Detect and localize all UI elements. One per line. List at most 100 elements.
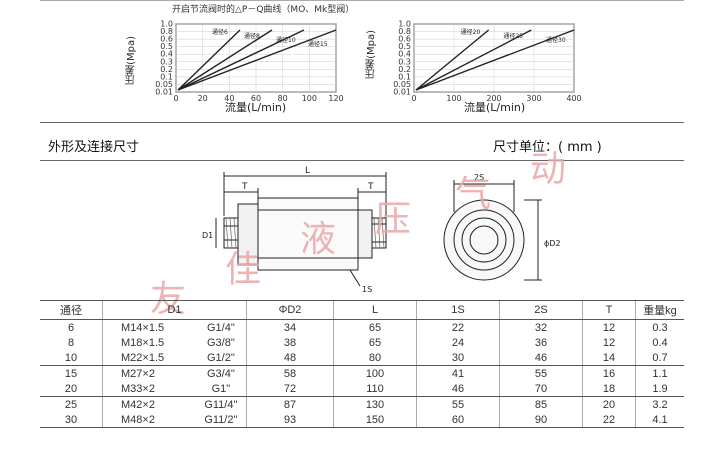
dim-D1-label: D1 bbox=[202, 231, 213, 240]
table-cell: 100 bbox=[333, 365, 417, 381]
right-ytick: 0.2 bbox=[398, 65, 411, 74]
left-xtick: 60 bbox=[251, 94, 261, 103]
table-cell: 24 bbox=[416, 335, 500, 350]
right-xtick: 0 bbox=[411, 94, 416, 103]
table-cell: 130 bbox=[333, 396, 417, 412]
right-ytick: 0.8 bbox=[398, 27, 411, 36]
watermark-char: 压 bbox=[375, 199, 412, 240]
header-cell: 通径 bbox=[40, 300, 103, 320]
header-cell: 1S bbox=[416, 300, 500, 320]
table-cell: 22 bbox=[416, 319, 500, 335]
left-curve bbox=[177, 29, 273, 91]
right-fitting bbox=[357, 209, 373, 259]
table-cell: G1/4" bbox=[206, 321, 235, 334]
table-cell: 32 bbox=[499, 319, 583, 335]
dim-L-label: L bbox=[305, 166, 310, 176]
table-cell: 93 bbox=[246, 412, 334, 428]
right-xtick: 100 bbox=[446, 94, 461, 103]
right-ytick: 0.4 bbox=[398, 50, 411, 59]
dim-1S-label: 1S bbox=[362, 285, 372, 294]
left-chart-xlabel: 流量(L/min) bbox=[225, 101, 287, 114]
left-ytick: 0.8 bbox=[160, 27, 173, 36]
table-cell: G11/4" bbox=[204, 398, 238, 411]
right-ytick: 0.3 bbox=[398, 57, 411, 66]
table-cell: M22×1.5 bbox=[101, 350, 196, 366]
table-cell: 4.1 bbox=[635, 412, 684, 428]
table-cell: 55 bbox=[499, 365, 583, 381]
table-cell: 85 bbox=[499, 396, 583, 412]
table-cell: M42×2 bbox=[101, 396, 196, 412]
table-cell: 65 bbox=[333, 319, 417, 335]
right-ytick: 0.01 bbox=[393, 88, 411, 97]
left-xtick: 120 bbox=[328, 94, 343, 103]
watermark-char: 气 bbox=[455, 174, 492, 215]
table-cell: 12 bbox=[582, 319, 636, 335]
table-cell: 6 bbox=[67, 321, 75, 334]
table-cell: 30 bbox=[416, 350, 500, 366]
right-curve-label: 通径25 bbox=[503, 32, 523, 40]
table-cell: 10 bbox=[40, 350, 103, 366]
table-cell: 22 bbox=[582, 412, 636, 428]
table-cell: 80 bbox=[333, 350, 417, 366]
table-cell: 60 bbox=[416, 412, 500, 428]
header-cell: 重量kg bbox=[635, 300, 684, 320]
table-cell: M33×2 bbox=[101, 381, 196, 397]
dim-D2-label: ϕD2 bbox=[544, 239, 561, 248]
table-cell: 150 bbox=[333, 412, 417, 428]
left-ytick: 1.0 bbox=[160, 20, 173, 29]
table-cell: 110 bbox=[333, 381, 417, 397]
table-cell: 3.2 bbox=[635, 396, 684, 412]
table-cell: 20 bbox=[582, 396, 636, 412]
dim-2S-label: 2S bbox=[474, 173, 484, 182]
left-xtick: 0 bbox=[173, 94, 178, 103]
left-ytick: 0.05 bbox=[155, 80, 173, 89]
table-cell: 87 bbox=[246, 396, 334, 412]
right-xtick: 300 bbox=[526, 94, 541, 103]
table-cell: 90 bbox=[499, 412, 583, 428]
dim-T1-label: T bbox=[241, 182, 248, 192]
table-cell: 0.4 bbox=[635, 335, 684, 350]
table-cell: 70 bbox=[499, 381, 583, 397]
left-curve bbox=[177, 29, 241, 91]
table-cell: 41 bbox=[416, 365, 500, 381]
left-curve-label: 通径8 bbox=[244, 32, 260, 40]
right-xtick: 200 bbox=[486, 94, 501, 103]
left-xtick: 100 bbox=[302, 94, 317, 103]
table-cell: 0.3 bbox=[635, 319, 684, 335]
left-chart-title: 开启节流阀时的△P－Q曲线（MO、Mk型阀） bbox=[172, 5, 355, 15]
right-ytick: 1.0 bbox=[398, 20, 411, 29]
watermark-char: 液 bbox=[300, 219, 337, 260]
right-chart-ylabel: 压差(Mpa) bbox=[366, 30, 377, 79]
table-cell: 34 bbox=[246, 319, 334, 335]
right-ytick: 0.5 bbox=[398, 42, 411, 51]
table-cell: 14 bbox=[582, 350, 636, 366]
table-cell: 1.1 bbox=[635, 365, 684, 381]
table-cell: 55 bbox=[416, 396, 500, 412]
left-ytick: 0.2 bbox=[160, 65, 173, 74]
watermark-char: 动 bbox=[530, 149, 567, 190]
table-cell: 0.7 bbox=[635, 350, 684, 366]
header-cell: L bbox=[333, 300, 417, 320]
table-cell: M14×1.5 bbox=[101, 319, 196, 335]
right-curve bbox=[415, 29, 490, 91]
left-curve bbox=[177, 29, 337, 91]
table-cell: 48 bbox=[246, 350, 334, 366]
section-title: 外形及连接尺寸 bbox=[48, 140, 140, 155]
table-cell: 30 bbox=[40, 412, 103, 428]
table-cell: 15 bbox=[64, 367, 78, 380]
left-ytick: 0.5 bbox=[160, 42, 173, 51]
table-cell: G11/2" bbox=[195, 412, 247, 428]
left-ytick: 0.1 bbox=[160, 72, 173, 81]
left-ytick: 0.4 bbox=[160, 50, 173, 59]
table-cell: 58 bbox=[246, 365, 334, 381]
left-ytick: 0.3 bbox=[160, 57, 173, 66]
table-cell: 38 bbox=[246, 335, 334, 350]
left-ytick: 0.6 bbox=[160, 35, 173, 44]
